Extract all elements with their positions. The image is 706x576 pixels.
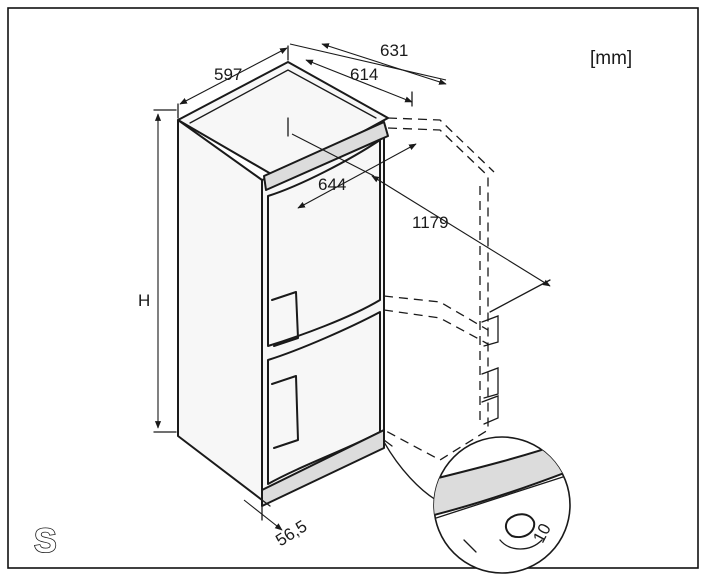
detail-edge: [434, 473, 570, 521]
detail-tick: [463, 539, 477, 553]
dim-1179-label: 1179: [412, 213, 449, 232]
detail-callout: 10: [383, 436, 571, 574]
upper-door-handle: [271, 291, 299, 347]
units-label: [mm]: [590, 48, 632, 69]
dim-644-label: 644: [318, 175, 346, 194]
door-shelf-2: [481, 367, 499, 399]
rotation-arrow: [499, 539, 543, 550]
dimension-lines: [153, 43, 551, 531]
door-shelf-1: [481, 315, 499, 347]
dim-614-line: [305, 59, 413, 103]
lower-door-handle: [271, 375, 299, 449]
open-door-edge: [383, 127, 489, 461]
open-door-split-2: [383, 295, 489, 331]
dim-631-label: 631: [380, 41, 408, 60]
section-label: S: [34, 522, 57, 560]
adjustable-foot-icon: [504, 513, 536, 538]
dim-height-label: H: [138, 291, 150, 310]
dim-foot-line: [243, 499, 283, 531]
dim-644-line: [297, 143, 417, 209]
fridge-left-side: [177, 119, 263, 501]
open-door-split: [383, 309, 489, 345]
detail-plinth: [434, 439, 570, 517]
dim-597-line: [179, 47, 288, 105]
detail-leader: [383, 441, 437, 501]
figure-frame: [7, 7, 699, 569]
fridge-body: [177, 61, 393, 507]
dim-597-label: 597: [214, 65, 242, 84]
door-shelf-3: [481, 395, 499, 425]
feet-lines: [261, 439, 393, 507]
open-door-top: [387, 117, 495, 173]
dim-1179-line: [371, 175, 551, 287]
open-door-outline: [383, 117, 499, 461]
dim-614-label: 614: [350, 65, 378, 84]
dim-foot-label: 56,5: [272, 517, 310, 551]
